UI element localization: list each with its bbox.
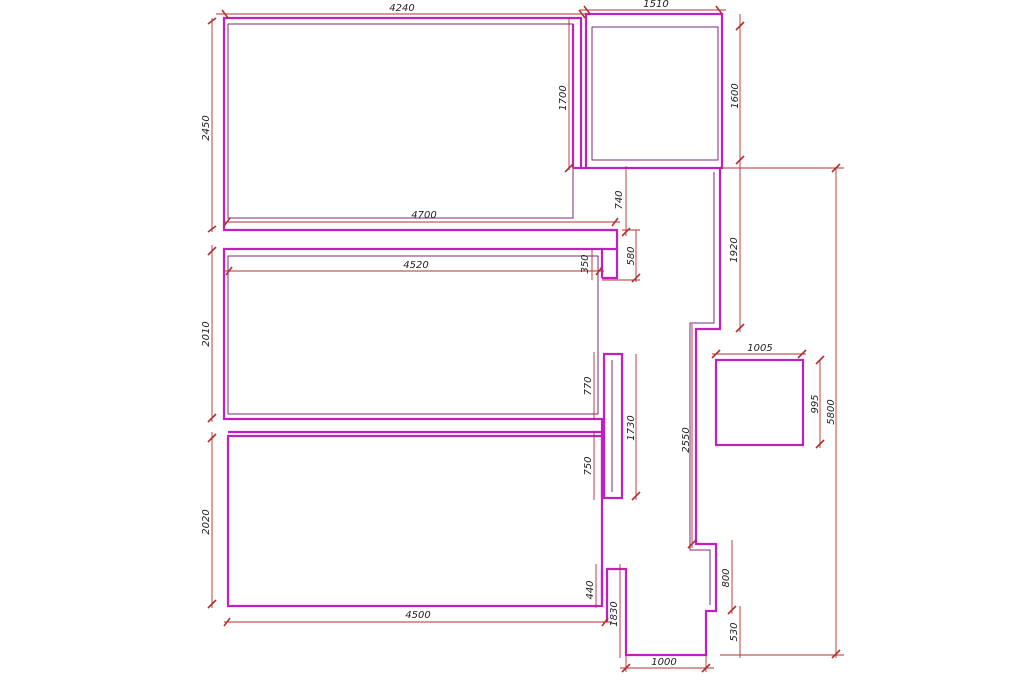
dim-label-350: 350	[580, 254, 591, 273]
dim-label-1000: 1000	[651, 657, 676, 668]
dim-label-1510: 1510	[643, 0, 668, 10]
dim-label-4700: 4700	[411, 210, 436, 221]
dim-label-1920: 1920	[729, 237, 740, 262]
dim-label-530: 530	[729, 622, 740, 641]
room-bottom-box	[226, 434, 604, 608]
dim-label-740: 740	[614, 190, 625, 209]
dim-label-1700: 1700	[558, 85, 569, 110]
dim-label-995: 995	[810, 394, 821, 413]
dim-label-1830: 1830	[609, 601, 620, 626]
room-top-left-outer	[222, 16, 619, 280]
dim-label-750: 750	[583, 456, 594, 475]
corridor-right-wall-inner	[689, 172, 715, 605]
dim-label-1730: 1730	[626, 415, 637, 440]
room-top-right-inner	[591, 26, 719, 161]
wall-stub-middle	[602, 352, 624, 500]
dim-label-800: 800	[721, 568, 732, 587]
dim-label-2550: 2550	[681, 427, 692, 452]
room-middle-inner	[227, 255, 599, 415]
dim-label-1600: 1600	[730, 83, 741, 108]
corridor-right-wall	[605, 168, 722, 657]
dim-label-4500: 4500	[405, 610, 430, 621]
room-middle-outer	[222, 247, 604, 434]
dim-label-2020: 2020	[201, 509, 212, 534]
dimension-labels: 4240 1510 1700 1600 2450 740 4700 1920 4…	[201, 0, 837, 668]
dim-label-2010: 2010	[201, 321, 212, 346]
dim-label-2450: 2450	[201, 115, 212, 140]
room-top-left-inner	[227, 23, 574, 219]
small-room-right	[714, 358, 805, 447]
dimension-lines	[207, 5, 844, 673]
dim-label-4240: 4240	[389, 3, 414, 14]
dim-label-440: 440	[585, 580, 596, 599]
dim-label-1005: 1005	[747, 343, 772, 354]
walls	[222, 12, 805, 657]
dim-label-770: 770	[583, 376, 594, 395]
dim-label-4520: 4520	[403, 260, 428, 271]
dim-label-580: 580	[626, 246, 637, 265]
room-top-right-outer	[584, 12, 724, 170]
dim-label-5800: 5800	[826, 399, 837, 424]
